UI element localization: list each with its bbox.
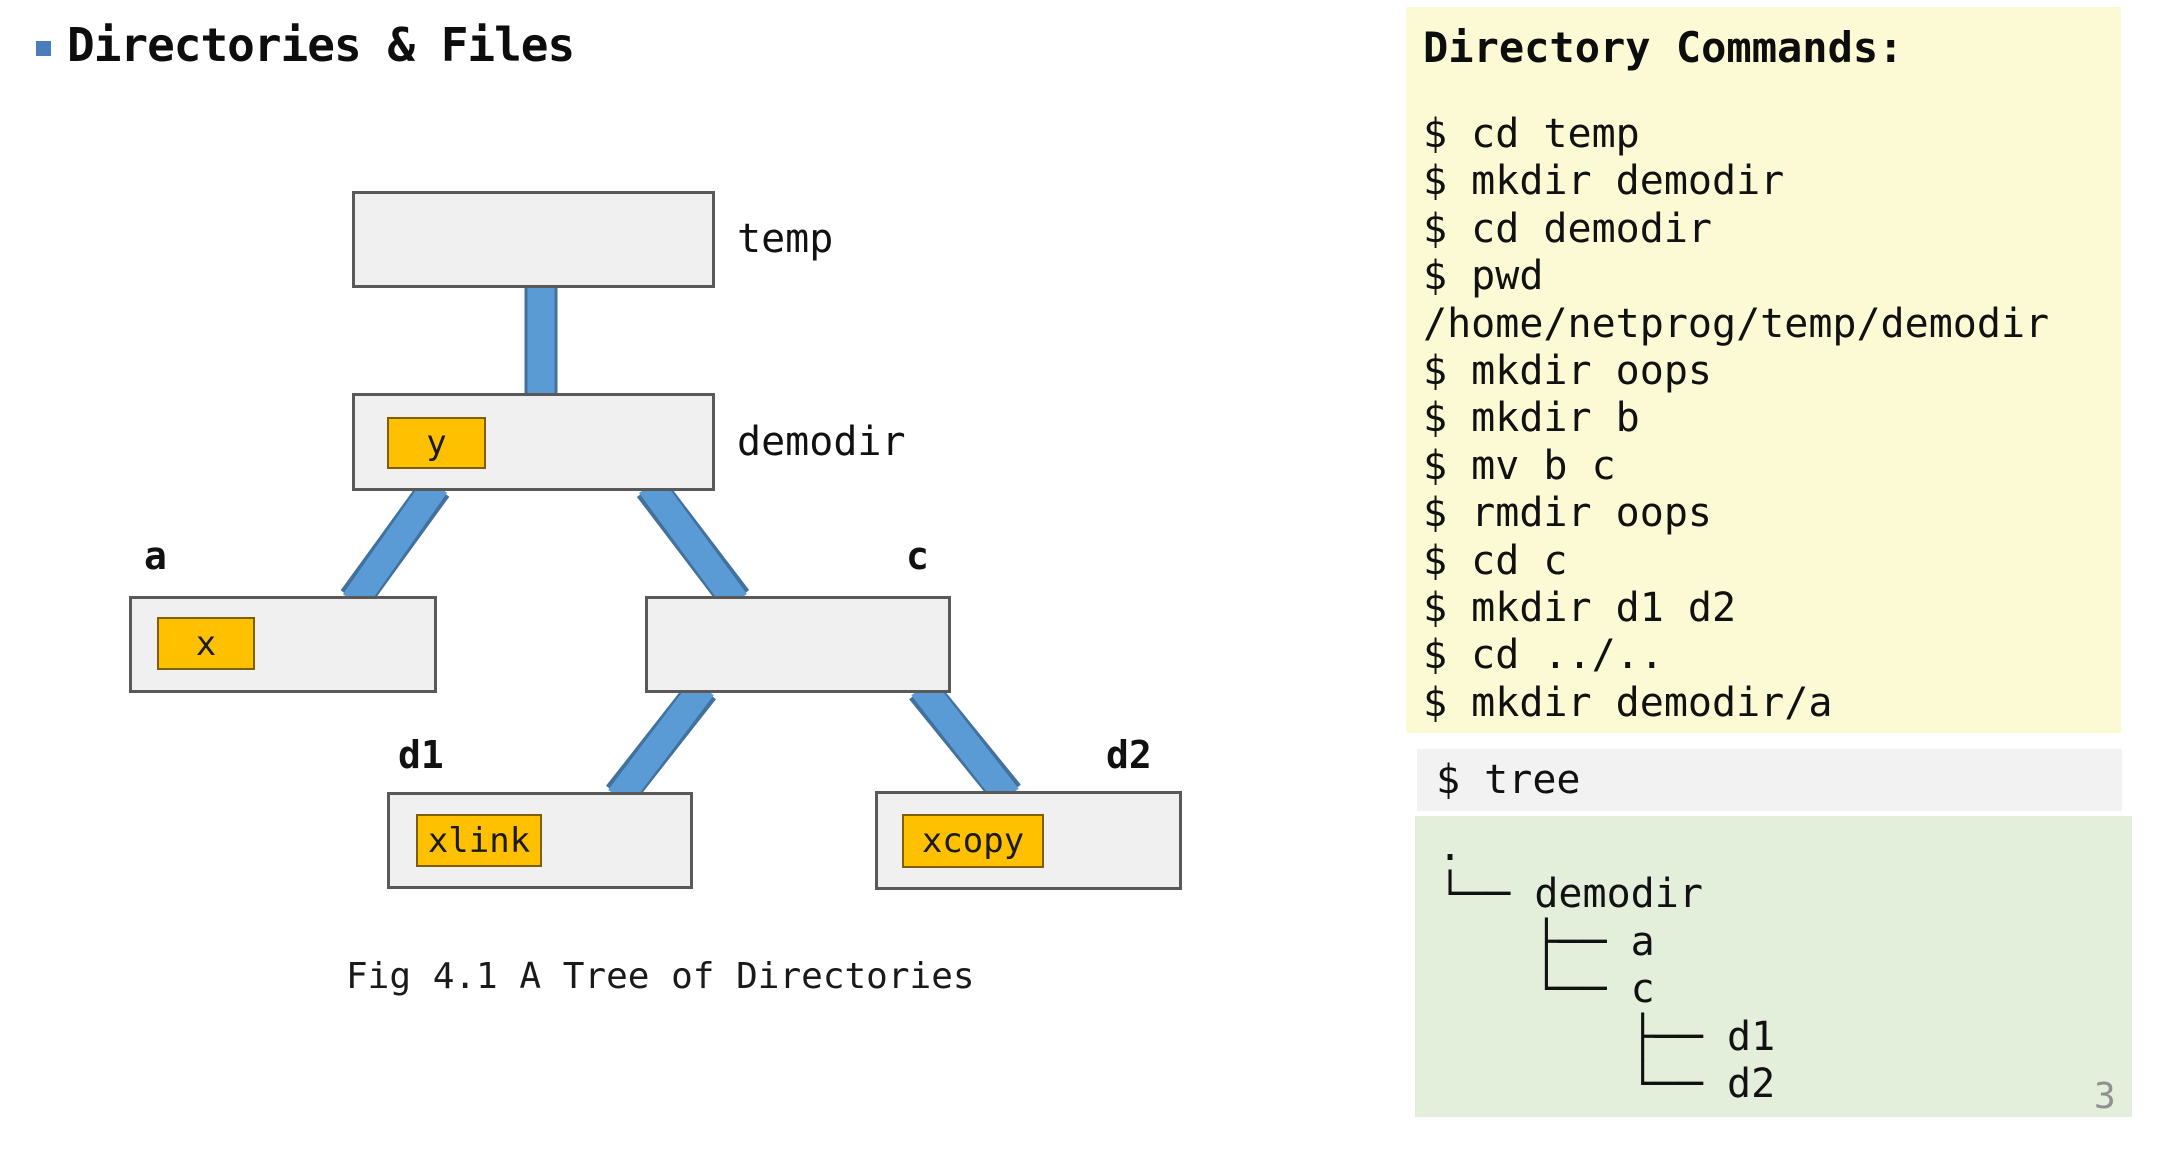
node-label-demodir: demodir [737,419,906,465]
connector-c-d1 [608,678,714,807]
file-box-x: x [157,617,255,670]
command-line: $ cd c [1423,537,1568,584]
connector-c-d2 [911,678,1019,806]
tree-output-line: └── c [1438,966,1655,1013]
connector-fills [342,280,1019,807]
file-box-y: y [387,417,486,469]
command-line: $ mkdir b [1423,395,1640,442]
connector-demodir-c [639,477,747,610]
file-box-xcopy: xcopy [902,814,1044,868]
commands-panel-title: Directory Commands: [1423,23,1904,72]
command-line: $ mkdir demodir/a [1423,679,1833,726]
dir-box-a: x [129,596,437,693]
file-label-xcopy: xcopy [921,821,1025,861]
file-label-y: y [426,423,447,463]
title-row: Directories & Files [36,18,575,72]
tree-output-line: └── demodir [1438,871,1703,918]
command-line: $ mkdir oops [1423,348,1712,395]
node-label-temp: temp [737,216,834,262]
dir-box-temp [352,191,715,288]
tree-output-line: ├── a [1438,918,1655,965]
tree-output-line: └── d2 [1438,1061,1776,1108]
file-label-x: x [195,623,217,664]
dir-box-c [645,596,951,693]
dir-box-d2: xcopy [875,791,1182,890]
tree-command-strip: $ tree [1417,749,2122,811]
node-label-a: a [144,534,167,578]
command-line: $ mv b c [1423,442,1616,489]
tree-output-panel: . └── demodir ├── a └── c ├── d1 └── d2 [1415,816,2132,1117]
command-line: $ pwd [1423,253,1544,300]
tree-output-line: . [1438,824,1463,870]
bullet-square-icon [36,40,51,56]
command-line: $ cd ../.. [1423,632,1664,679]
node-label-d1: d1 [398,733,444,777]
file-label-xlink: xlink [427,820,531,861]
page-number: 3 [2094,1076,2116,1117]
figure-caption: Fig 4.1 A Tree of Directories [346,956,975,997]
node-label-c: c [906,534,929,578]
file-box-xlink: xlink [416,814,542,867]
command-line: $ mkdir demodir [1423,158,1785,205]
dir-box-d1: xlink [387,792,693,889]
node-label-d2: d2 [1106,733,1152,777]
tree-output-line: ├── d1 [1438,1013,1776,1060]
command-output-line: /home/netprog/temp/demodir [1423,300,2050,347]
dir-box-demodir: y [352,393,715,491]
command-line: $ cd temp [1423,111,1640,157]
page-title: Directories & Files [67,18,575,72]
command-line: $ cd demodir [1423,205,1712,252]
directory-commands-panel: Directory Commands: $ cd temp $ mkdir de… [1406,7,2121,733]
command-line: $ mkdir d1 d2 [1423,585,1737,632]
connector-demodir-a [342,477,448,610]
command-line: $ rmdir oops [1423,490,1712,537]
